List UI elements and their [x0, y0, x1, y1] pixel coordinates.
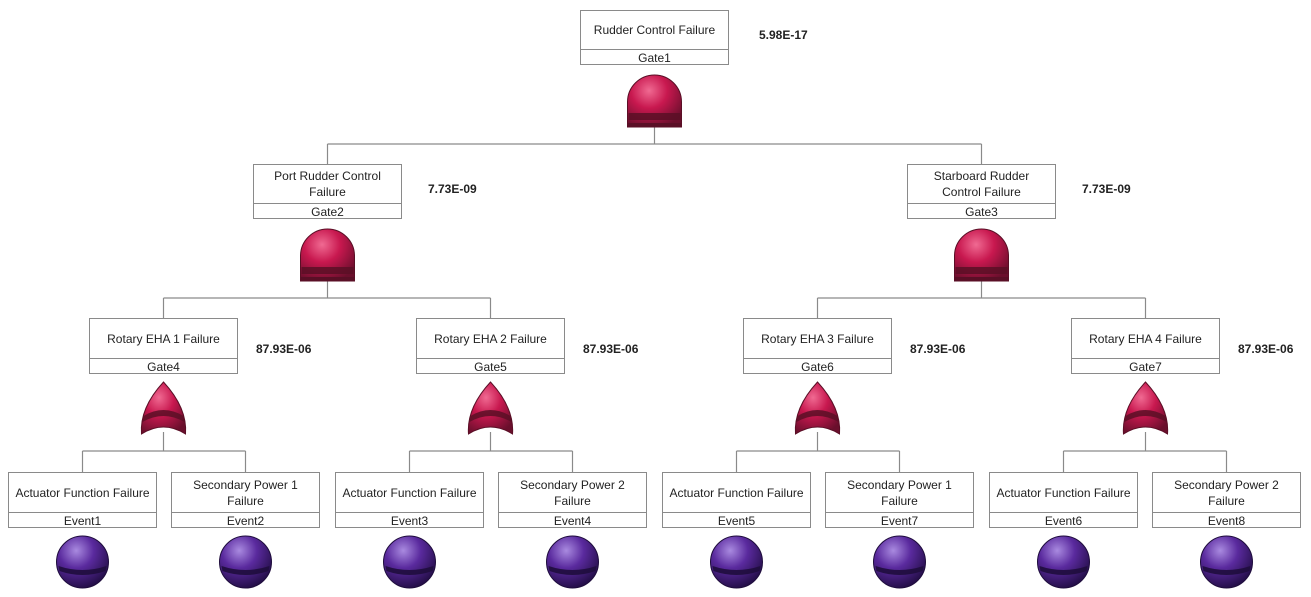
- node-title: Starboard Rudder Control Failure: [933, 169, 1030, 199]
- node-title: Actuator Function Failure: [342, 485, 477, 500]
- node-title: Rotary EHA 3 Failure: [761, 331, 874, 346]
- node-title: Secondary Power 1 Failure: [193, 477, 298, 508]
- gate5-connector: [408, 432, 574, 472]
- event5-basic-event-icon: [710, 535, 763, 589]
- event8-basic-event-icon: [1200, 535, 1253, 589]
- node-id: Gate7: [1072, 358, 1219, 374]
- node-title: Rotary EHA 4 Failure: [1089, 331, 1202, 346]
- node-title: Secondary Power 2 Failure: [520, 477, 625, 508]
- node-title: Rotary EHA 2 Failure: [434, 331, 547, 346]
- node-title: Actuator Function Failure: [669, 485, 804, 500]
- connector-lines: [81, 125, 1228, 472]
- gate2-connector: [162, 279, 492, 318]
- gate-symbols: [56, 74, 1253, 589]
- gate1-connector: [326, 125, 983, 164]
- gate3-connector: [816, 279, 1147, 318]
- node-id: Event3: [336, 512, 483, 528]
- node-title: Secondary Power 2 Failure: [1174, 477, 1279, 508]
- node-id: Event2: [172, 512, 319, 528]
- gate2-and-gate-icon: [300, 228, 355, 282]
- gate2-probability: 7.73E-09: [428, 182, 477, 196]
- node-title: Rotary EHA 1 Failure: [107, 331, 220, 346]
- gate7-probability: 87.93E-06: [1238, 342, 1294, 356]
- node-title: Actuator Function Failure: [996, 485, 1131, 500]
- event4-basic-event-icon: [546, 535, 599, 589]
- node-title: Port Rudder Control Failure: [274, 169, 381, 199]
- node-title: Rudder Control Failure: [593, 23, 716, 37]
- node-title: Actuator Function Failure: [15, 485, 150, 500]
- event1-basic-event-icon: [56, 535, 109, 589]
- event2-basic-event-icon: [219, 535, 272, 589]
- gate6-probability: 87.93E-06: [910, 342, 966, 356]
- node-id: Gate2: [254, 203, 401, 219]
- gate7-or-gate-icon: [1122, 381, 1169, 435]
- node-id: Gate5: [417, 358, 564, 374]
- gate5-or-gate-icon: [467, 381, 514, 435]
- event7-basic-event-icon: [873, 535, 926, 589]
- gate4-probability: 87.93E-06: [256, 342, 312, 356]
- node-id: Gate1: [581, 49, 728, 65]
- node-id: Event6: [990, 512, 1137, 528]
- gate6-connector: [735, 432, 901, 472]
- gate3-and-gate-icon: [954, 228, 1009, 282]
- node-id: Gate3: [908, 203, 1055, 219]
- event3-basic-event-icon: [383, 535, 436, 589]
- node-id: Event8: [1153, 512, 1300, 528]
- gate1-and-gate-icon: [627, 74, 682, 128]
- node-id: Gate6: [744, 358, 891, 374]
- node-id: Event1: [9, 512, 156, 528]
- node-id: Event4: [499, 512, 646, 528]
- gate5-probability: 87.93E-06: [583, 342, 639, 356]
- node-id: Event5: [663, 512, 810, 528]
- gate7-connector: [1062, 432, 1228, 472]
- gate1-probability: 5.98E-17: [759, 28, 808, 42]
- gate4-or-gate-icon: [140, 381, 187, 435]
- node-id: Gate4: [90, 358, 237, 374]
- node-id: Event7: [826, 512, 973, 528]
- gate4-connector: [81, 432, 247, 472]
- event6-basic-event-icon: [1037, 535, 1090, 589]
- gate6-or-gate-icon: [794, 381, 841, 435]
- gate3-probability: 7.73E-09: [1082, 182, 1131, 196]
- node-title: Secondary Power 1 Failure: [847, 477, 952, 508]
